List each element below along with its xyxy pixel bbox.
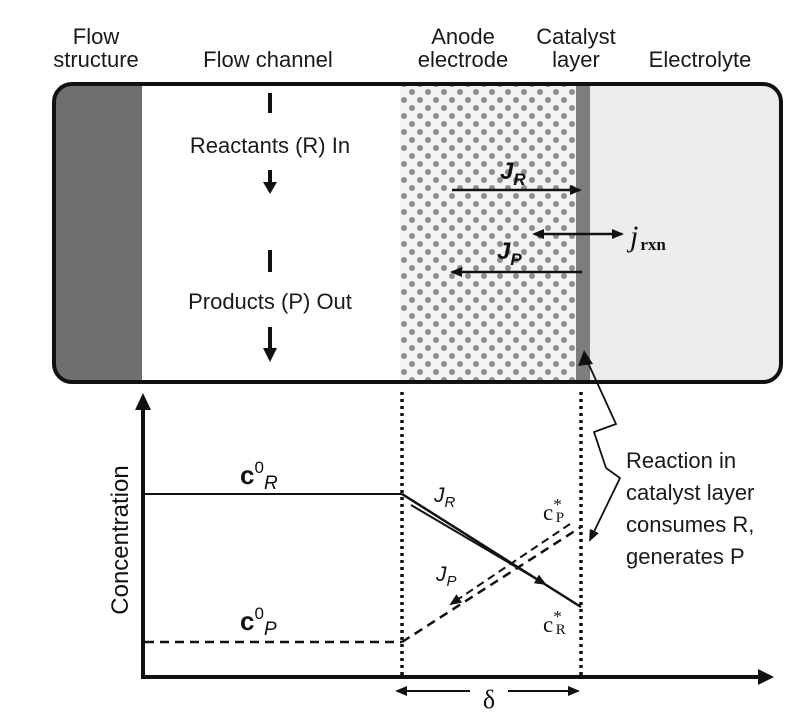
annotation-line3: consumes R, — [626, 512, 754, 537]
header-catalyst-line2: layer — [552, 47, 600, 72]
jr-flux-label: JR — [500, 158, 526, 189]
plot-axes — [135, 393, 774, 685]
x-axis-arrowhead — [758, 669, 774, 685]
product-flow-arrow — [263, 250, 277, 362]
annotation-arrow-upper-head — [578, 350, 593, 366]
header-electrolyte: Electrolyte — [649, 47, 752, 72]
header-anode-line2: electrode — [418, 47, 509, 72]
c0p-label: c0P — [240, 604, 277, 640]
reactant-flow-arrow — [263, 93, 277, 194]
plot-jr-arrow — [410, 504, 547, 586]
annotation-arrow — [583, 353, 618, 469]
y-axis-label: Concentration — [107, 465, 134, 614]
plot-jp-label: JP — [435, 563, 457, 590]
flow-structure-region — [54, 84, 142, 382]
delta-label: δ — [483, 685, 495, 714]
header-flow-channel: Flow channel — [203, 47, 333, 72]
column-headers: Flow structure Flow channel Anode electr… — [53, 24, 751, 72]
plot-jp-arrow — [449, 523, 571, 606]
cp-star-label: c*P — [543, 495, 564, 526]
reaction-annotation: Reaction in catalyst layer consumes R, g… — [626, 448, 754, 569]
header-flow-structure-line1: Flow — [73, 24, 120, 49]
reactants-in-label: Reactants (R) In — [190, 133, 350, 158]
annotation-arrow-lower — [589, 467, 622, 542]
annotation-line4: generates P — [626, 544, 745, 569]
products-out-label: Products (P) Out — [188, 289, 352, 314]
cp-profile-electrode — [401, 525, 582, 644]
cr-profile-electrode — [401, 492, 582, 609]
header-flow-structure-line2: structure — [53, 47, 139, 72]
header-anode-line1: Anode — [431, 24, 495, 49]
annotation-line2: catalyst layer — [626, 480, 754, 505]
header-catalyst-line1: Catalyst — [536, 24, 615, 49]
cell-box-border — [52, 82, 783, 384]
c0r-label: c0R — [240, 458, 278, 494]
y-axis-arrowhead — [135, 393, 151, 410]
plot-jr-label: JR — [433, 484, 456, 511]
jp-flux-label: JP — [497, 238, 522, 269]
annotation-line1: Reaction in — [626, 448, 736, 473]
cell-box — [54, 84, 781, 382]
cr-star-label: c*R — [543, 607, 566, 638]
